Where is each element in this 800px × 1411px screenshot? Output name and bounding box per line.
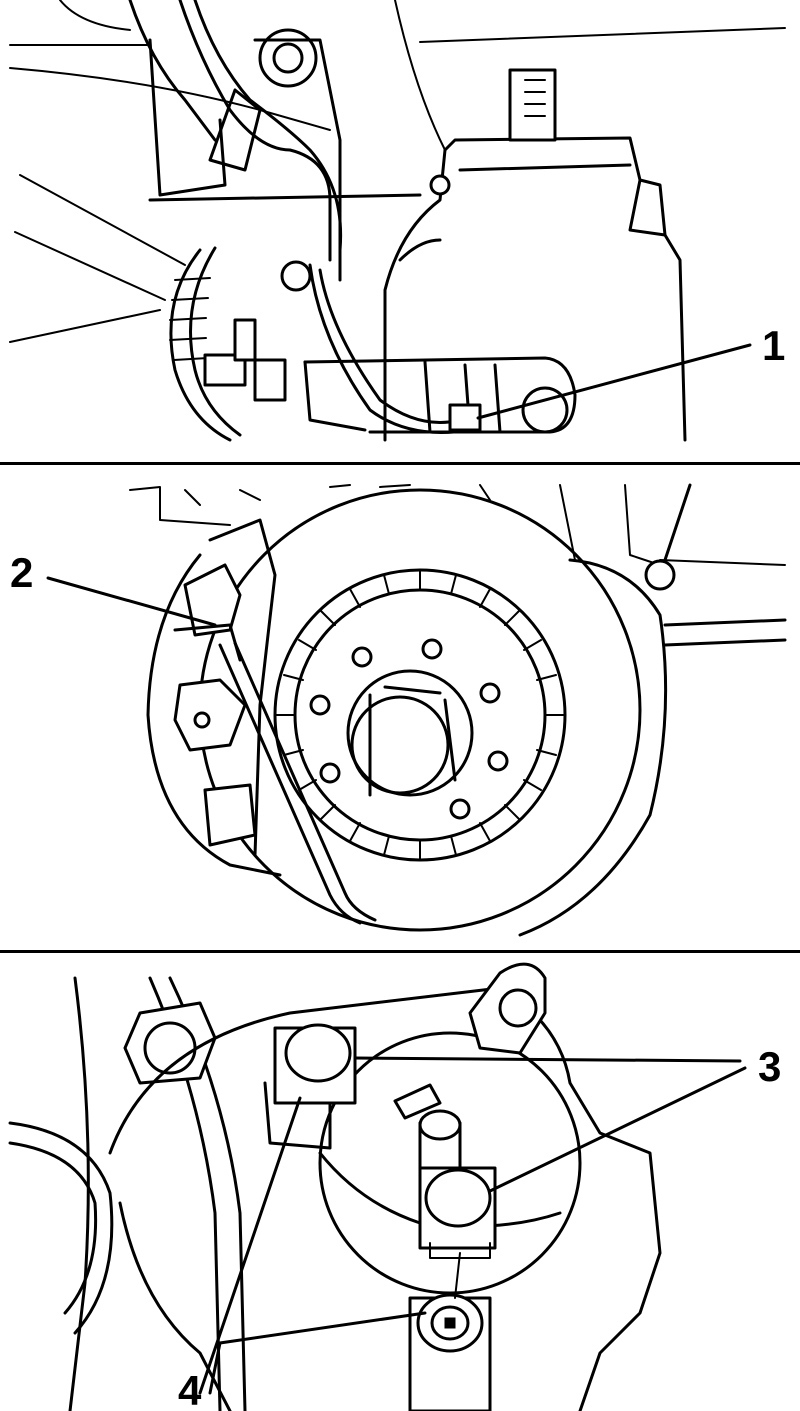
callout-1-label: 1 [762,322,785,369]
callout-2-label: 2 [10,549,33,596]
brake-disc-illustration: 2 [10,483,787,937]
callout-3-label: 3 [758,1043,781,1090]
caliper-top-illustration: 1 [9,0,786,442]
panel-caliper-sensor-cable: 1 [0,0,800,462]
panel-divider-1 [0,462,800,465]
sensor-ring-teeth [274,569,566,861]
panel-divider-2 [0,950,800,953]
panel-brake-disc-caliper: 2 [0,465,800,950]
callout-4-label: 4 [178,1367,202,1411]
caliper-bolts-illustration: 3 4 [8,962,781,1411]
panel-caliper-mounting-bolts: 3 4 [0,953,800,1411]
